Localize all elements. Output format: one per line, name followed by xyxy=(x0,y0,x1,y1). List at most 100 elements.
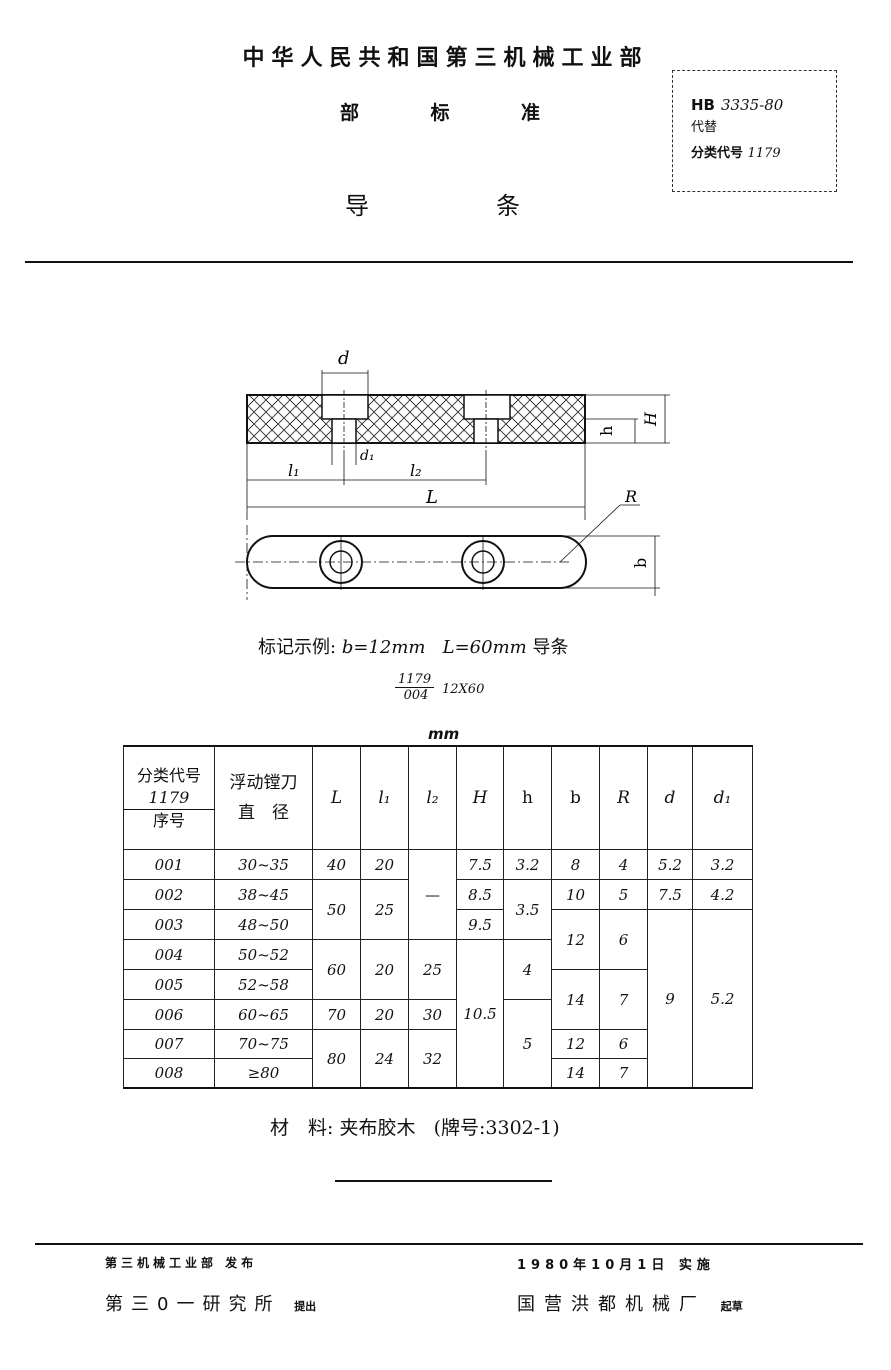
marking-example: 标记示例: b=12mm L=60mm 导条 xyxy=(258,633,568,659)
row-006-L: 70 xyxy=(312,999,361,1030)
document-title: 导 条 xyxy=(345,186,520,221)
effective-date: 1980年10月1日 实施 xyxy=(517,1258,715,1273)
header-L: L xyxy=(312,745,361,850)
guide-strip-drawing: d d₁ l₁ l₂ L h H xyxy=(235,348,670,600)
proposed-by: 第三0一研究所 提出 xyxy=(105,1290,316,1316)
issued-by: 第三机械工业部 发布 xyxy=(105,1256,258,1270)
footer-rule xyxy=(35,1243,863,1245)
row-001-d: 5.2 xyxy=(647,849,693,880)
row-005-dia: 52~58 xyxy=(214,969,313,1000)
cutter-diameter-title: 浮动镗刀 xyxy=(229,773,298,793)
label-l1: l₁ xyxy=(288,461,300,480)
row-006-no: 006 xyxy=(123,999,215,1030)
front-view xyxy=(246,390,586,450)
row-002-R: 5 xyxy=(599,879,648,910)
label-L: L xyxy=(425,487,438,508)
row-008-R: 7 xyxy=(599,1058,648,1089)
cutter-diameter-subtitle: 直 径 xyxy=(238,803,289,823)
document-title-char-1: 导 xyxy=(345,192,369,220)
marking-suffix: 导条 xyxy=(532,637,569,658)
row-001-dia: 30~35 xyxy=(214,849,313,880)
serial-title: 序号 xyxy=(152,810,185,830)
row-007-008-l1: 24 xyxy=(360,1029,409,1089)
header-l2: l₂ xyxy=(408,745,457,850)
fraction-suffix: 12X60 xyxy=(442,682,485,697)
row-005-006-R: 7 xyxy=(599,969,648,1030)
dimension-d: d xyxy=(321,348,369,395)
row-007-R: 6 xyxy=(599,1029,648,1059)
label-l2: l₂ xyxy=(410,461,422,480)
header-d1: d₁ xyxy=(692,745,753,850)
dimension-L: L xyxy=(247,443,586,520)
standard-type: 部 标 准 xyxy=(340,98,540,125)
row-002-003-h: 3.5 xyxy=(503,879,552,940)
material-line: 材 料: 夹布胶木 (牌号:3302-1) xyxy=(270,1113,560,1140)
header-l1: l₁ xyxy=(360,745,409,850)
marking-label: 标记示例: xyxy=(258,637,337,658)
row-001-d1: 3.2 xyxy=(692,849,753,880)
class-code-value: 1179 xyxy=(747,146,781,161)
row-007-008-L: 80 xyxy=(312,1029,361,1089)
row-005-no: 005 xyxy=(123,969,215,1000)
row-008-no: 008 xyxy=(123,1058,215,1089)
row-006-dia: 60~65 xyxy=(214,999,313,1030)
replaces-label: 代替 xyxy=(691,120,718,135)
unit-label: mm xyxy=(428,725,460,743)
row-005-006-b: 14 xyxy=(551,969,600,1030)
standard-type-char-2: 标 xyxy=(430,102,450,124)
class-code-label: 分类代号 xyxy=(691,146,744,161)
marking-L: L=60mm xyxy=(442,637,527,658)
row-007-008-l2: 32 xyxy=(408,1029,457,1089)
row-003-004-b: 12 xyxy=(551,909,600,970)
label-h: h xyxy=(597,426,616,436)
row-002-H: 8.5 xyxy=(456,879,504,910)
row-002-d1: 4.2 xyxy=(692,879,753,910)
row-004-005-L: 60 xyxy=(312,939,361,1000)
row-004-005-l2: 25 xyxy=(408,939,457,1000)
content-end-rule xyxy=(335,1180,552,1182)
row-007-b: 12 xyxy=(551,1029,600,1059)
label-R: R xyxy=(624,487,637,506)
marking-b: b=12mm xyxy=(341,637,426,658)
material-label: 材 料: xyxy=(270,1117,334,1139)
marking-fraction: 1179 004 12X60 xyxy=(395,672,484,703)
row-001-b: 8 xyxy=(551,849,600,880)
label-d1: d₁ xyxy=(360,448,375,464)
row-004-no: 004 xyxy=(123,939,215,970)
row-002-b: 10 xyxy=(551,879,600,910)
class-code-title: 分类代号 xyxy=(136,765,201,785)
standard-type-char-3: 准 xyxy=(520,102,540,124)
label-H: H xyxy=(641,411,660,427)
row-002-003-l1: 25 xyxy=(360,879,409,940)
header-R: R xyxy=(599,745,648,850)
row-001-l1: 20 xyxy=(360,849,409,880)
header-class-code: 分类代号 1179 序号 xyxy=(123,745,215,850)
row-002-dia: 38~45 xyxy=(214,879,313,910)
header-cutter-diameter: 浮动镗刀 直 径 xyxy=(214,745,313,850)
row-003-dia: 48~50 xyxy=(214,909,313,940)
row-001-H: 7.5 xyxy=(456,849,504,880)
class-code-line: 分类代号 1179 xyxy=(691,137,836,171)
header-d: d xyxy=(647,745,693,850)
row-001-L: 40 xyxy=(312,849,361,880)
standard-prefix: HB xyxy=(691,96,715,114)
dimension-d1: d₁ xyxy=(331,443,375,465)
dimension-table: 分类代号 1179 序号 浮动镗刀 直 径 L l₁ l₂ H h b R d … xyxy=(123,745,753,1089)
standard-type-char-1: 部 xyxy=(340,102,360,124)
label-d: d xyxy=(338,348,350,369)
header-rule xyxy=(25,261,853,263)
row-003-008-d1: 5.2 xyxy=(692,909,753,1089)
fraction-numerator: 1179 xyxy=(395,672,435,688)
dimension-R: R xyxy=(559,487,640,563)
header-h: h xyxy=(503,745,552,850)
ministry-title: 中华人民共和国第三机械工业部 xyxy=(242,46,649,71)
row-001-R: 4 xyxy=(599,849,648,880)
row-004-dia: 50~52 xyxy=(214,939,313,970)
drafted-by-org: 国营洪都机械厂 xyxy=(517,1294,706,1315)
top-view xyxy=(235,525,587,600)
class-code-number: 1179 xyxy=(124,787,214,810)
row-002-d: 7.5 xyxy=(647,879,693,910)
document-title-char-2: 条 xyxy=(496,192,520,220)
